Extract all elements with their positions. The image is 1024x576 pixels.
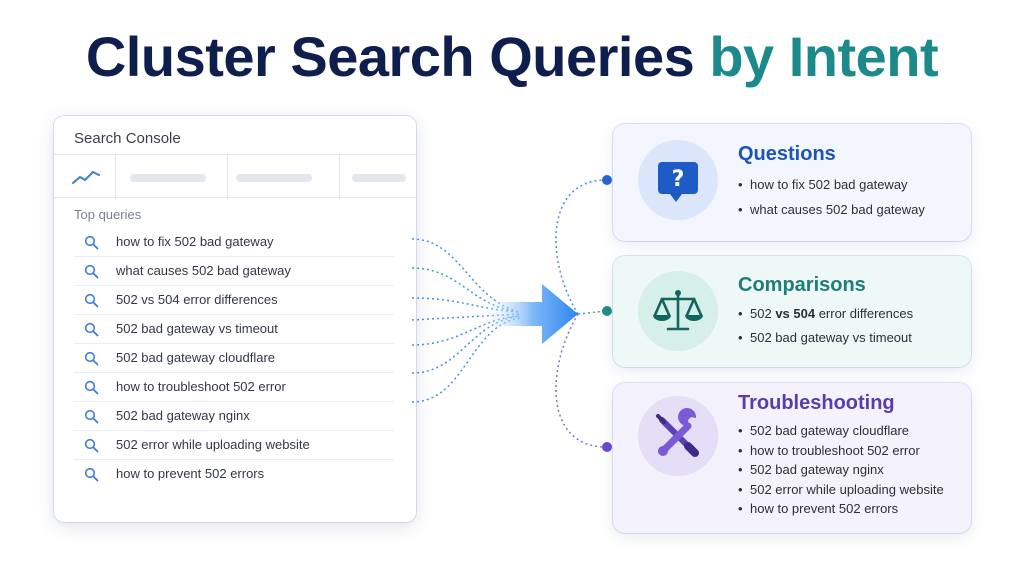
search-icon bbox=[84, 380, 99, 395]
list-item: 502 bad gateway vs timeout bbox=[738, 330, 913, 354]
title-accent: by Intent bbox=[709, 25, 939, 88]
svg-text:?: ? bbox=[672, 167, 685, 192]
card-title-comparisons: Comparisons bbox=[738, 274, 866, 296]
tab-label-placeholder bbox=[130, 174, 206, 182]
query-text: how to troubleshoot 502 error bbox=[116, 379, 286, 394]
query-row[interactable]: how to fix 502 bad gateway bbox=[74, 228, 394, 257]
tab-placeholder-2[interactable] bbox=[228, 155, 340, 199]
node-dot-questions bbox=[602, 175, 612, 185]
cluster-card-comparisons: Comparisons 502 vs 504 error differences… bbox=[613, 256, 971, 367]
search-icon bbox=[84, 322, 99, 337]
list-item: how to troubleshoot 502 error bbox=[738, 443, 944, 463]
search-icon bbox=[84, 235, 99, 250]
node-dot-comparisons bbox=[602, 306, 612, 316]
scale-icon bbox=[653, 290, 703, 331]
search-icon bbox=[84, 438, 99, 453]
search-icon bbox=[84, 409, 99, 424]
comparisons-list: 502 vs 504 error differences 502 bad gat… bbox=[738, 306, 913, 354]
list-item: 502 bad gateway nginx bbox=[738, 462, 944, 482]
tab-performance-chart[interactable] bbox=[54, 155, 116, 199]
flow-arrow bbox=[478, 284, 578, 344]
query-text: 502 bad gateway cloudflare bbox=[116, 350, 276, 365]
connector-line bbox=[411, 238, 521, 313]
troubleshooting-badge bbox=[638, 396, 718, 476]
search-icon bbox=[84, 264, 99, 279]
question-bubble-icon: ? bbox=[658, 162, 698, 202]
query-text: 502 vs 504 error differences bbox=[116, 292, 278, 307]
search-icon bbox=[84, 351, 99, 366]
wrench-screwdriver-icon bbox=[656, 408, 699, 457]
query-row[interactable]: 502 vs 504 error differences bbox=[74, 286, 394, 315]
card-title-troubleshooting: Troubleshooting bbox=[738, 392, 895, 414]
cluster-card-troubleshooting: Troubleshooting 502 bad gateway cloudfla… bbox=[613, 383, 971, 533]
cluster-card-questions: ? Questions how to fix 502 bad gateway w… bbox=[613, 124, 971, 241]
page-title: Cluster Search Queries by Intent bbox=[0, 24, 1024, 89]
questions-badge: ? bbox=[638, 140, 718, 220]
query-text: 502 bad gateway nginx bbox=[116, 408, 250, 423]
list-item: what causes 502 bad gateway bbox=[738, 202, 925, 227]
tab-label-placeholder bbox=[352, 174, 406, 182]
card-title-questions: Questions bbox=[738, 143, 836, 165]
query-row[interactable]: 502 bad gateway cloudflare bbox=[74, 344, 394, 373]
query-row[interactable]: how to troubleshoot 502 error bbox=[74, 373, 394, 402]
list-item: 502 bad gateway cloudflare bbox=[738, 423, 944, 443]
query-text: 502 bad gateway vs timeout bbox=[116, 321, 278, 336]
title-main: Cluster Search Queries bbox=[85, 25, 695, 88]
search-icon bbox=[84, 467, 99, 482]
query-text: how to fix 502 bad gateway bbox=[116, 234, 274, 249]
query-row[interactable]: how to prevent 502 errors bbox=[74, 460, 394, 489]
connector-line bbox=[411, 315, 521, 374]
line-chart-icon bbox=[72, 171, 100, 184]
tab-label-placeholder bbox=[236, 174, 312, 182]
list-item: how to prevent 502 errors bbox=[738, 501, 944, 521]
branch-line-comparisons bbox=[577, 310, 607, 315]
query-text: how to prevent 502 errors bbox=[116, 466, 265, 481]
list-item: how to fix 502 bad gateway bbox=[738, 177, 925, 202]
comparisons-badge bbox=[638, 271, 718, 351]
branch-line-troubleshooting bbox=[555, 313, 607, 448]
console-title: Search Console bbox=[74, 130, 181, 147]
item-text-post: error differences bbox=[815, 306, 914, 321]
tab-placeholder-1[interactable] bbox=[116, 155, 228, 199]
top-queries-label: Top queries bbox=[74, 207, 142, 222]
query-row[interactable]: 502 error while uploading website bbox=[74, 431, 394, 460]
list-item: 502 vs 504 error differences bbox=[738, 306, 913, 330]
node-dot-troubleshooting bbox=[602, 442, 612, 452]
console-toolbar bbox=[54, 154, 416, 199]
query-row[interactable]: 502 bad gateway nginx bbox=[74, 402, 394, 431]
query-row[interactable]: what causes 502 bad gateway bbox=[74, 257, 394, 286]
questions-list: how to fix 502 bad gateway what causes 5… bbox=[738, 177, 925, 227]
item-text-bold: vs 504 bbox=[775, 306, 816, 321]
item-text-pre: 502 bbox=[750, 306, 776, 321]
troubleshooting-list: 502 bad gateway cloudflare how to troubl… bbox=[738, 423, 944, 521]
search-icon bbox=[84, 293, 99, 308]
query-row[interactable]: 502 bad gateway vs timeout bbox=[74, 315, 394, 344]
tab-placeholder-3[interactable] bbox=[340, 155, 416, 199]
branch-line-questions bbox=[555, 179, 607, 315]
search-console-panel: Search Console Top queries how to fix 50… bbox=[54, 116, 416, 522]
query-text: what causes 502 bad gateway bbox=[116, 263, 291, 278]
query-text: 502 error while uploading website bbox=[116, 437, 310, 452]
connector-line bbox=[411, 317, 521, 403]
list-item: 502 error while uploading website bbox=[738, 482, 944, 502]
